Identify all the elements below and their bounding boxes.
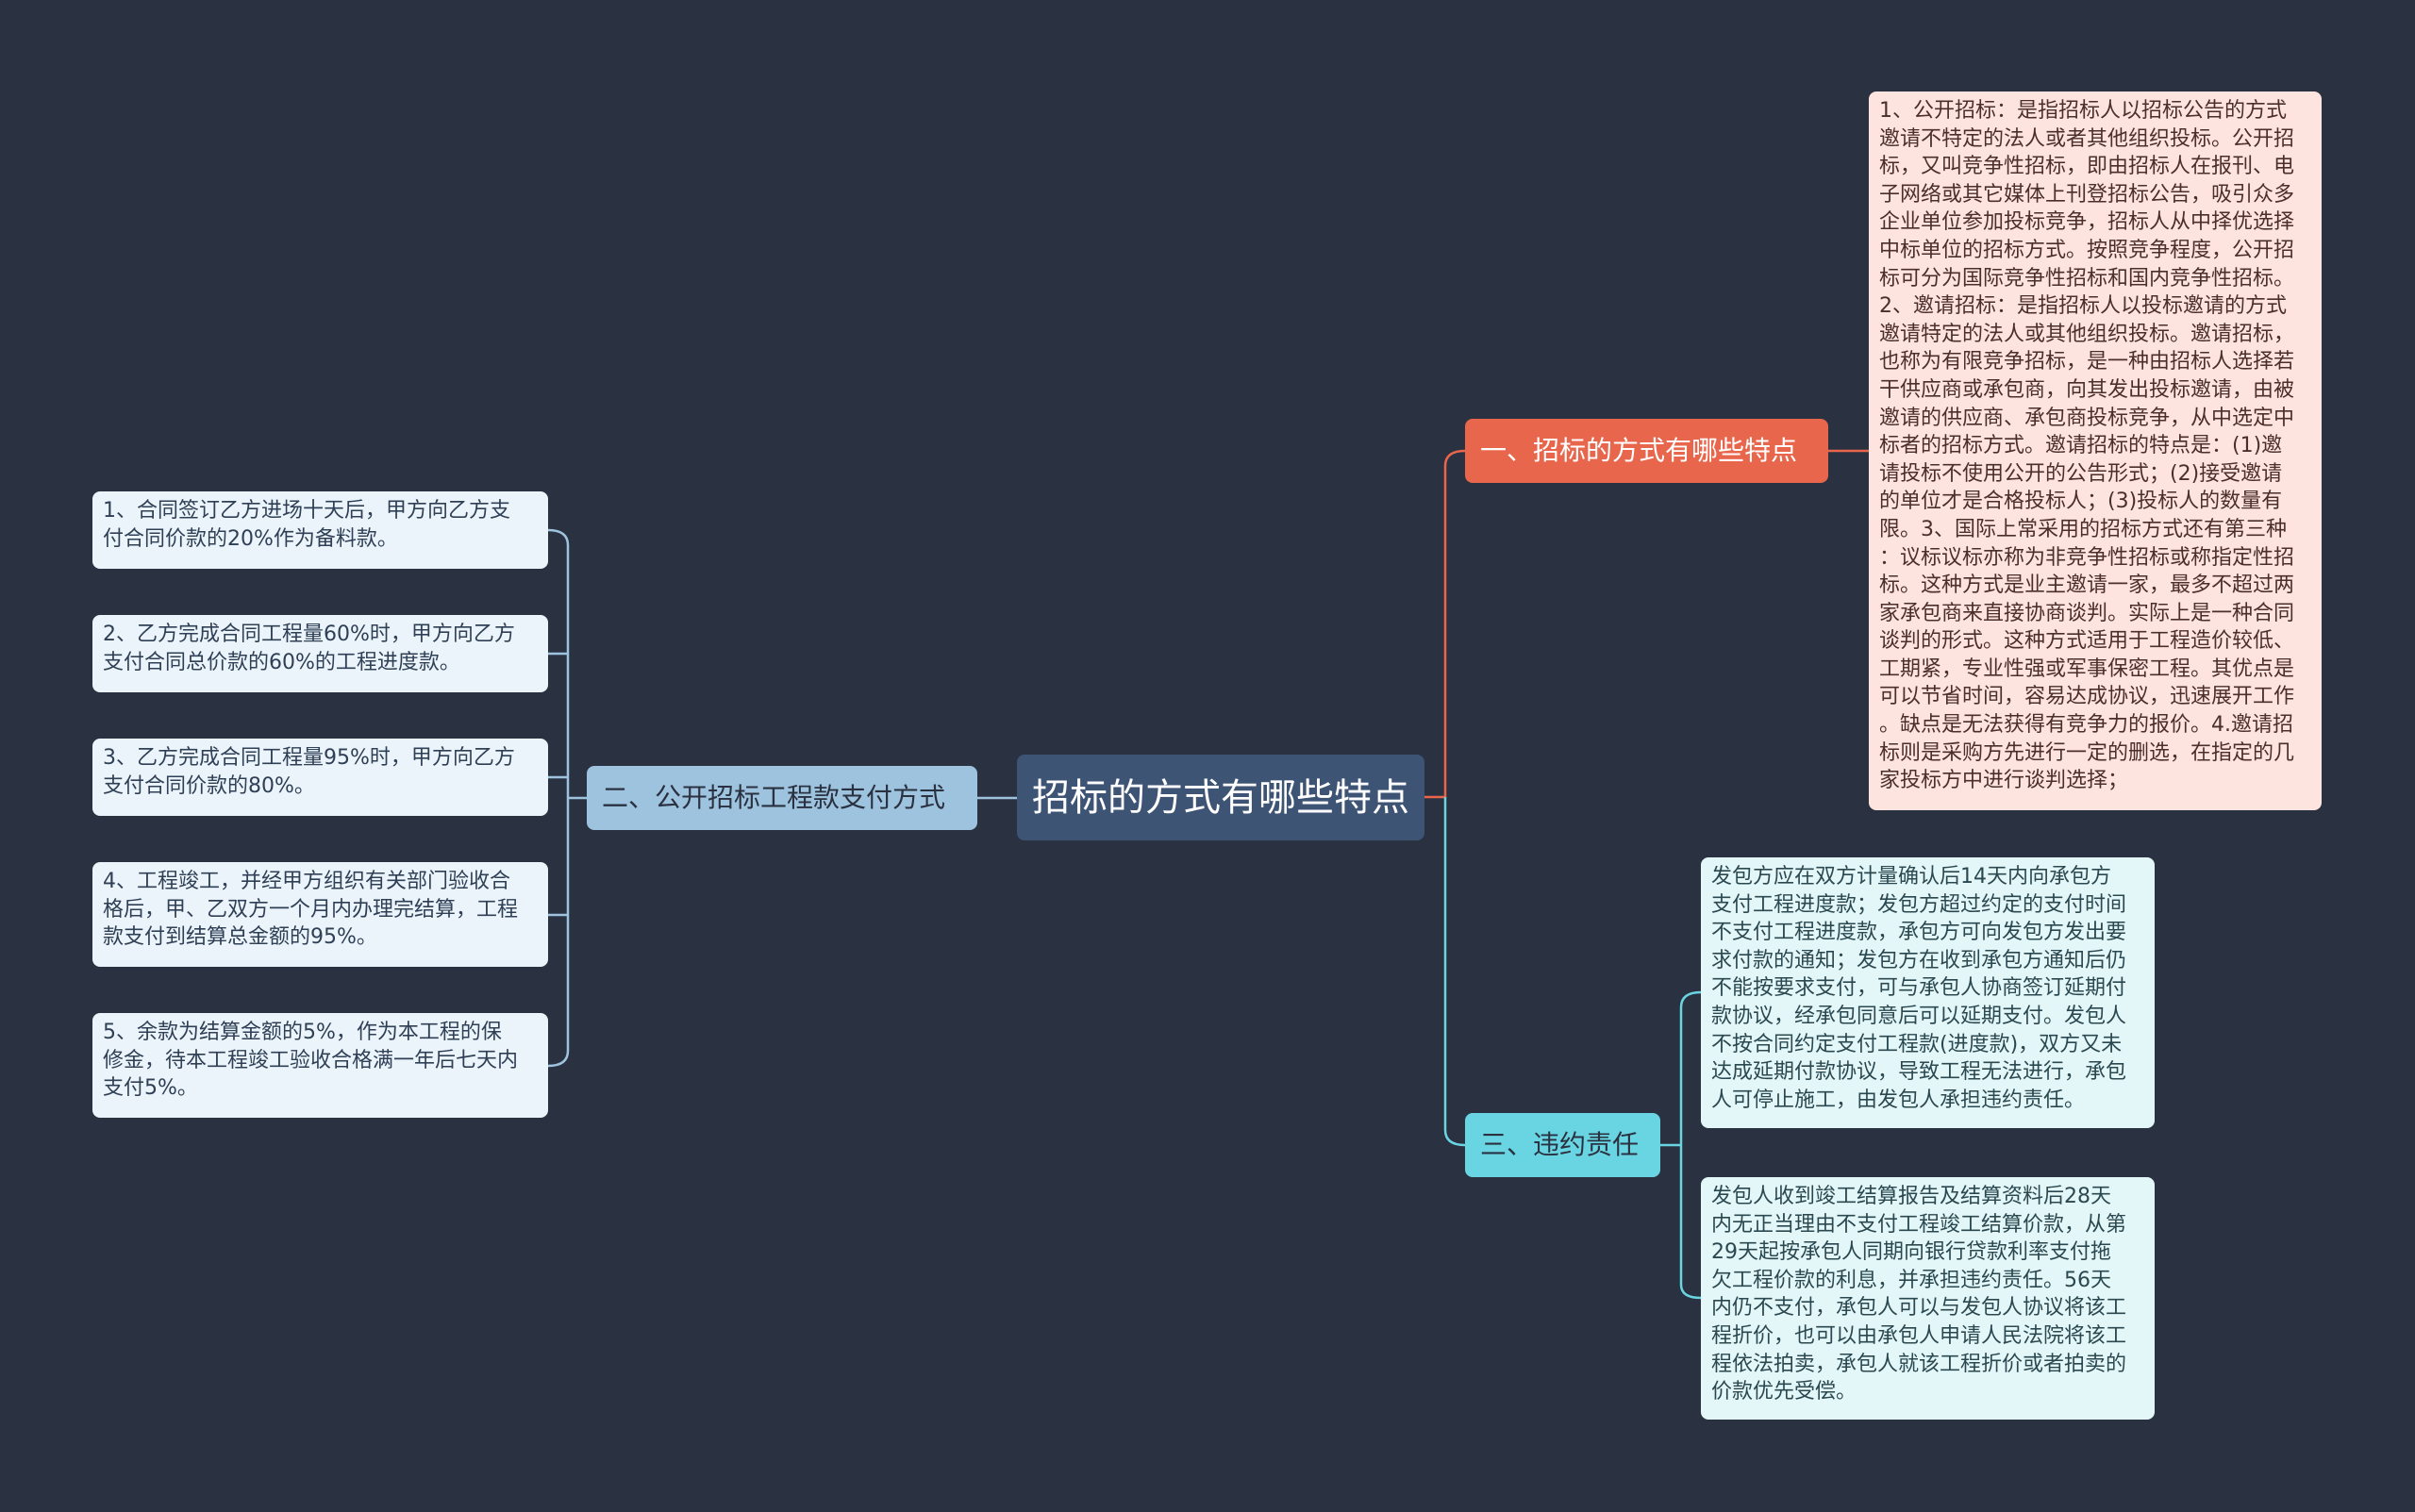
link-branch-3-to-leaves (1660, 990, 1702, 1300)
branch-topic-2[interactable]: 二、公开招标工程款支付方式 (587, 766, 977, 830)
leaf-payment-3[interactable]: 3、乙方完成合同工程量95%时，甲方向乙方 支付合同价款的80%。 (92, 739, 548, 816)
link-branch-2-to-leaves (547, 528, 587, 1068)
leaf-payment-1[interactable]: 1、合同签订乙方进场十天后，甲方向乙方支 付合同价款的20%作为备料款。 (92, 491, 548, 569)
branch-topic-1[interactable]: 一、招标的方式有哪些特点 (1465, 419, 1828, 483)
leaf-payment-5[interactable]: 5、余款为结算金额的5%，作为本工程的保 修金，待本工程竣工验收合格满一年后七天… (92, 1013, 548, 1118)
branch-topic-3[interactable]: 三、违约责任 (1465, 1113, 1660, 1177)
root-topic[interactable]: 招标的方式有哪些特点 (1017, 755, 1424, 840)
leaf-liability-1[interactable]: 发包方应在双方计量确认后14天内向承包方 支付工程进度款；发包方超过约定的支付时… (1701, 857, 2155, 1128)
link-root-to-branch-1 (1424, 449, 1466, 799)
link-root-to-branch-3 (1443, 797, 1466, 1147)
leaf-payment-2[interactable]: 2、乙方完成合同工程量60%时，甲方向乙方 支付合同总价款的60%的工程进度款。 (92, 615, 548, 692)
leaf-liability-2[interactable]: 发包人收到竣工结算报告及结算资料后28天 内无正当理由不支付工程竣工结算价款，从… (1701, 1177, 2155, 1420)
leaf-payment-4[interactable]: 4、工程竣工，并经甲方组织有关部门验收合 格后，甲、乙双方一个月内办理完结算，工… (92, 862, 548, 967)
leaf-bidding-methods[interactable]: 1、公开招标：是指招标人以招标公告的方式 邀请不特定的法人或者其他组织投标。公开… (1869, 91, 2322, 810)
